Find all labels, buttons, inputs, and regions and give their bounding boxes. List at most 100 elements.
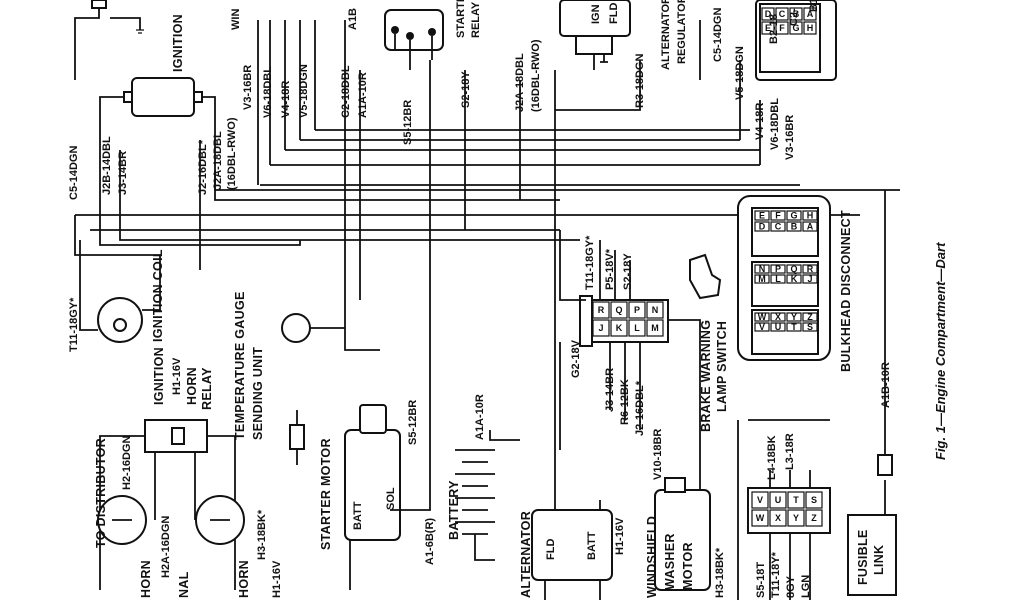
alternator-leads (544, 500, 601, 600)
cell-top-right-box (775, 7, 789, 21)
cell-lower-letter: X (775, 513, 781, 523)
starter-wires (349, 440, 431, 590)
washer-motor-cap (664, 477, 686, 493)
cell-bulk-mid-box (770, 274, 786, 284)
cell-bulk-bot-box (754, 312, 770, 322)
wire-r3-18dgn: R3-18DGN (634, 53, 646, 108)
label-batt2: BATT (586, 531, 598, 560)
wire-t11-18gy: T11-18GY* (68, 297, 80, 352)
cell-top-right-letter: C (779, 9, 786, 19)
wire-j3-14br-m: J3-14BR (604, 367, 616, 412)
cell-bulk-mid-box (770, 264, 786, 274)
label-to-distributor: TO DISTRIBUTOR (94, 438, 108, 548)
ignition-module-tab-left (123, 91, 133, 103)
brake-warning-switch (689, 253, 722, 300)
regulator-base (575, 35, 613, 55)
label-horn-right: HORN (237, 559, 251, 598)
cell-top-right-letter: E (765, 23, 771, 33)
cell-lower-letter: W (756, 513, 765, 523)
wire-c5-14dgn: C5-14DGN (68, 145, 80, 200)
label-starter-motor: STARTER MOTOR (319, 438, 333, 550)
cell-bulk-bot-box (802, 312, 818, 322)
cell-lower-letter: S (811, 495, 817, 505)
wire-c2-18dbl: C2-18DBL (340, 65, 352, 118)
wire-l4-18bk: L4-18BK (766, 435, 778, 480)
cell-bulk-mid-letter: M (758, 274, 766, 284)
wire-v6-18dbl: V6-18DBL (262, 66, 274, 118)
cell-center-box (610, 301, 628, 319)
relay-terminal-3 (428, 28, 436, 36)
cell-bulk-top-letter: H (807, 211, 814, 221)
wire-v10-18br: V10-18BR (652, 428, 664, 480)
cell-bulk-mid-box (754, 264, 770, 274)
wire-r6-12bk: R6-12BK (619, 379, 631, 425)
cell-center-box (592, 301, 610, 319)
label-starter: STARTER (455, 0, 467, 38)
cell-top-right-box (775, 21, 789, 35)
cell-center-letter: L (634, 323, 640, 333)
harness-horizontal (75, 129, 860, 231)
coil-wires (74, 215, 161, 331)
cell-top-right-box (761, 21, 775, 35)
cell-bulk-top-box (770, 221, 786, 232)
cell-bulk-top-box (754, 210, 770, 221)
cell-top-right-box (803, 7, 817, 21)
cell-bulk-mid-box (802, 264, 818, 274)
wire-h1-16v-b: H1-16V (271, 560, 283, 598)
label-relay: RELAY (470, 1, 482, 38)
starter-relay-box (384, 9, 444, 51)
cell-bulk-mid-box (786, 274, 802, 284)
cell-bulk-mid-box (754, 274, 770, 284)
wire-a1-6b: A1-6B(R) (424, 517, 436, 565)
ignition-module (131, 77, 195, 117)
cell-center-box (646, 319, 664, 337)
wire-j3-14br: J3-14BR (117, 150, 129, 195)
wire-h3-18bk: H3-18BK* (256, 509, 268, 560)
label-ignition-2: IGNITION (152, 347, 166, 405)
ignition-module-wires (99, 96, 560, 246)
harness-vertical-top (257, 20, 556, 500)
ground-symbol (136, 29, 144, 34)
cell-top-right-letter: F (779, 23, 785, 33)
wire-v6-18dbl-r: V6-18DBL (769, 98, 781, 150)
center-wires (559, 230, 701, 500)
wire-v5-18dgn: V5-18DGN (298, 64, 310, 118)
cell-bulk-top-letter: D (759, 222, 766, 232)
cell-bulk-top-box (786, 221, 802, 232)
cell-lower-box (805, 491, 823, 509)
cell-bulk-mid-letter: J (807, 274, 812, 284)
wire-dbl-rwo-r: (16DBL-RWO) (530, 39, 542, 112)
cell-bulk-mid-letter: K (791, 274, 798, 284)
horn-relay-inner (171, 427, 185, 445)
wire-dbl-rwo: (16DBL-RWO) (226, 117, 238, 190)
regulator-ground (593, 54, 608, 70)
cell-center-box (628, 319, 646, 337)
cell-bulk-top-box (754, 221, 770, 232)
wire-c5-14dgn-r: C5-14DGN (712, 7, 724, 62)
ignition-coil-center (113, 318, 127, 332)
figure-caption: Fig. 1—Engine Compartment—Dart (933, 242, 948, 460)
wire-c2: C2- (788, 8, 800, 26)
label-bulkhead: BULKHEAD DISCONNECT (839, 210, 853, 372)
cell-bulk-top-letter: G (790, 211, 797, 221)
label-fusible: FUSIBLE (856, 529, 870, 585)
fusible-link-box (847, 514, 897, 596)
wire-v3-16br-r: V3-16BR (784, 114, 796, 160)
wire-s2-18y: S2-18Y (460, 71, 472, 108)
cell-top-right-box (803, 21, 817, 35)
cell-bulk-mid-letter: N (759, 264, 766, 274)
cell-bulk-mid-letter: L (775, 274, 781, 284)
label-brake-warning: BRAKE WARNING (699, 319, 713, 432)
cell-lower-box (787, 509, 805, 527)
cell-bulk-bot-box (754, 322, 770, 332)
label-a1b-top: A1B (347, 7, 359, 30)
cell-bulk-top-box (786, 210, 802, 221)
label-windshield: WINDSHIELD (645, 515, 659, 598)
wire-h3-18bk-r: H3-18BK* (714, 547, 726, 598)
wire-s5-12br: S5-12BR (402, 99, 414, 145)
wire-a1a-10r-m: A1A-10R (474, 394, 486, 440)
wire-j2b-14dbl: J2B-14DBL (101, 136, 113, 195)
cell-bulk-top-box (770, 210, 786, 221)
cell-bulk-top-box (802, 221, 818, 232)
wire-l3-18r: L3-18R (784, 433, 796, 470)
